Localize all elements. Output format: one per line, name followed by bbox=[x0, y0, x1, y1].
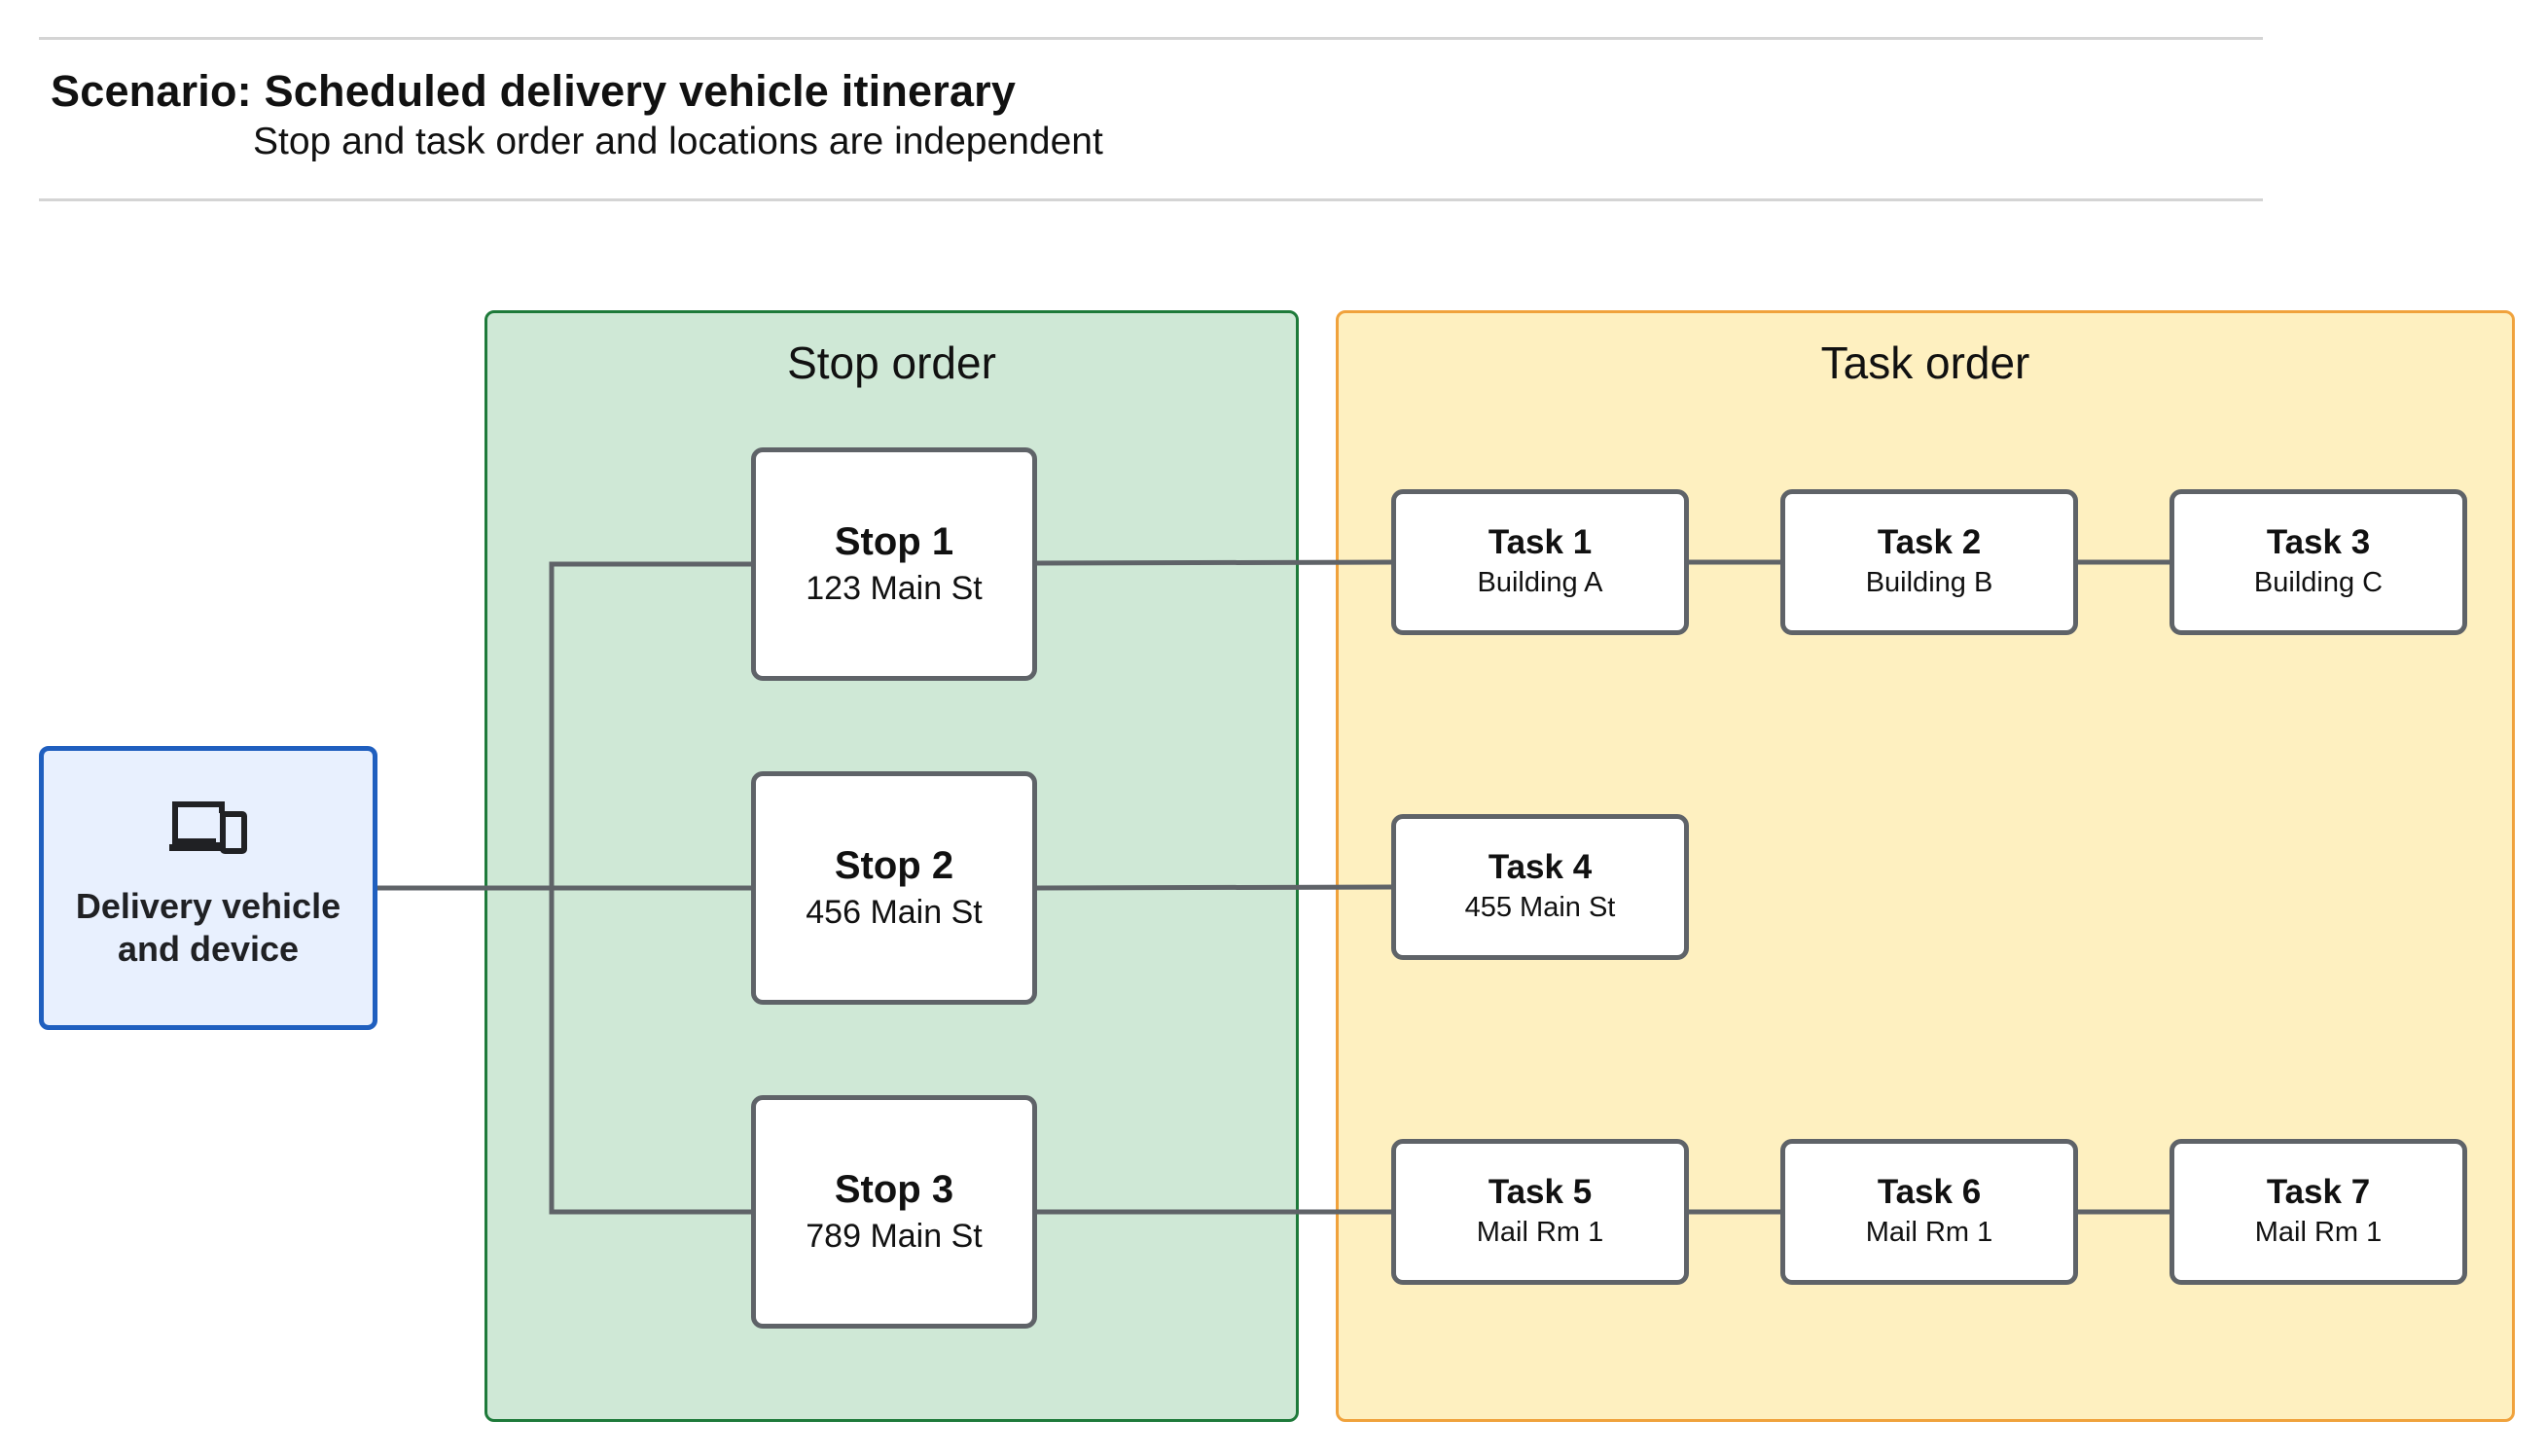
task-node-5: Task 5 Mail Rm 1 bbox=[1391, 1139, 1689, 1285]
stop-address: 789 Main St bbox=[806, 1218, 983, 1255]
task-title: Task 2 bbox=[1877, 523, 1982, 561]
stop-address: 456 Main St bbox=[806, 894, 983, 931]
task-title: Task 6 bbox=[1877, 1173, 1982, 1211]
task-location: Building B bbox=[1865, 567, 1993, 598]
delivery-vehicle-label-line-1: Delivery vehicle bbox=[75, 886, 341, 926]
connector-stop-1-task-1 bbox=[1034, 559, 1394, 566]
task-node-3: Task 3 Building C bbox=[2169, 489, 2467, 635]
stop-title: Stop 3 bbox=[834, 1168, 954, 1211]
diagram-title: Scenario: Scheduled delivery vehicle iti… bbox=[51, 66, 1017, 116]
task-node-4: Task 4 455 Main St bbox=[1391, 814, 1689, 960]
task-title: Task 4 bbox=[1488, 848, 1593, 886]
stop-node-3: Stop 3 789 Main St bbox=[751, 1095, 1037, 1329]
connector-stop-2-task-4 bbox=[1034, 884, 1394, 891]
task-node-2: Task 2 Building B bbox=[1780, 489, 2078, 635]
stop-address: 123 Main St bbox=[806, 570, 983, 607]
delivery-vehicle-label-line-2: and device bbox=[117, 929, 300, 969]
delivery-vehicle-label: Delivery vehicle and device bbox=[76, 885, 341, 971]
task-title: Task 1 bbox=[1488, 523, 1593, 561]
task-title: Task 3 bbox=[2266, 523, 2371, 561]
task-location: 455 Main St bbox=[1464, 892, 1616, 923]
task-order-label: Task order bbox=[1820, 337, 2030, 388]
task-title: Task 7 bbox=[2266, 1173, 2371, 1211]
stop-node-2: Stop 2 456 Main St bbox=[751, 771, 1037, 1005]
stop-node-1: Stop 1 123 Main St bbox=[751, 447, 1037, 681]
task-node-7: Task 7 Mail Rm 1 bbox=[2169, 1139, 2467, 1285]
task-node-1: Task 1 Building A bbox=[1391, 489, 1689, 635]
diagram-subtitle: Stop and task order and locations are in… bbox=[253, 121, 1103, 162]
stop-title: Stop 1 bbox=[834, 520, 954, 563]
task-location: Mail Rm 1 bbox=[2254, 1217, 2383, 1248]
task-location: Mail Rm 1 bbox=[1476, 1217, 1604, 1248]
task-title: Task 5 bbox=[1488, 1173, 1593, 1211]
task-node-6: Task 6 Mail Rm 1 bbox=[1780, 1139, 2078, 1285]
header-divider-bottom bbox=[39, 198, 2263, 201]
devices-icon bbox=[169, 801, 247, 854]
delivery-vehicle-node: Delivery vehicle and device bbox=[39, 746, 377, 1030]
stop-order-label: Stop order bbox=[787, 337, 996, 388]
task-location: Mail Rm 1 bbox=[1865, 1217, 1993, 1248]
header-divider-top bbox=[39, 37, 2263, 40]
task-location: Building C bbox=[2253, 567, 2384, 598]
task-location: Building A bbox=[1477, 567, 1603, 598]
stop-title: Stop 2 bbox=[834, 844, 954, 887]
